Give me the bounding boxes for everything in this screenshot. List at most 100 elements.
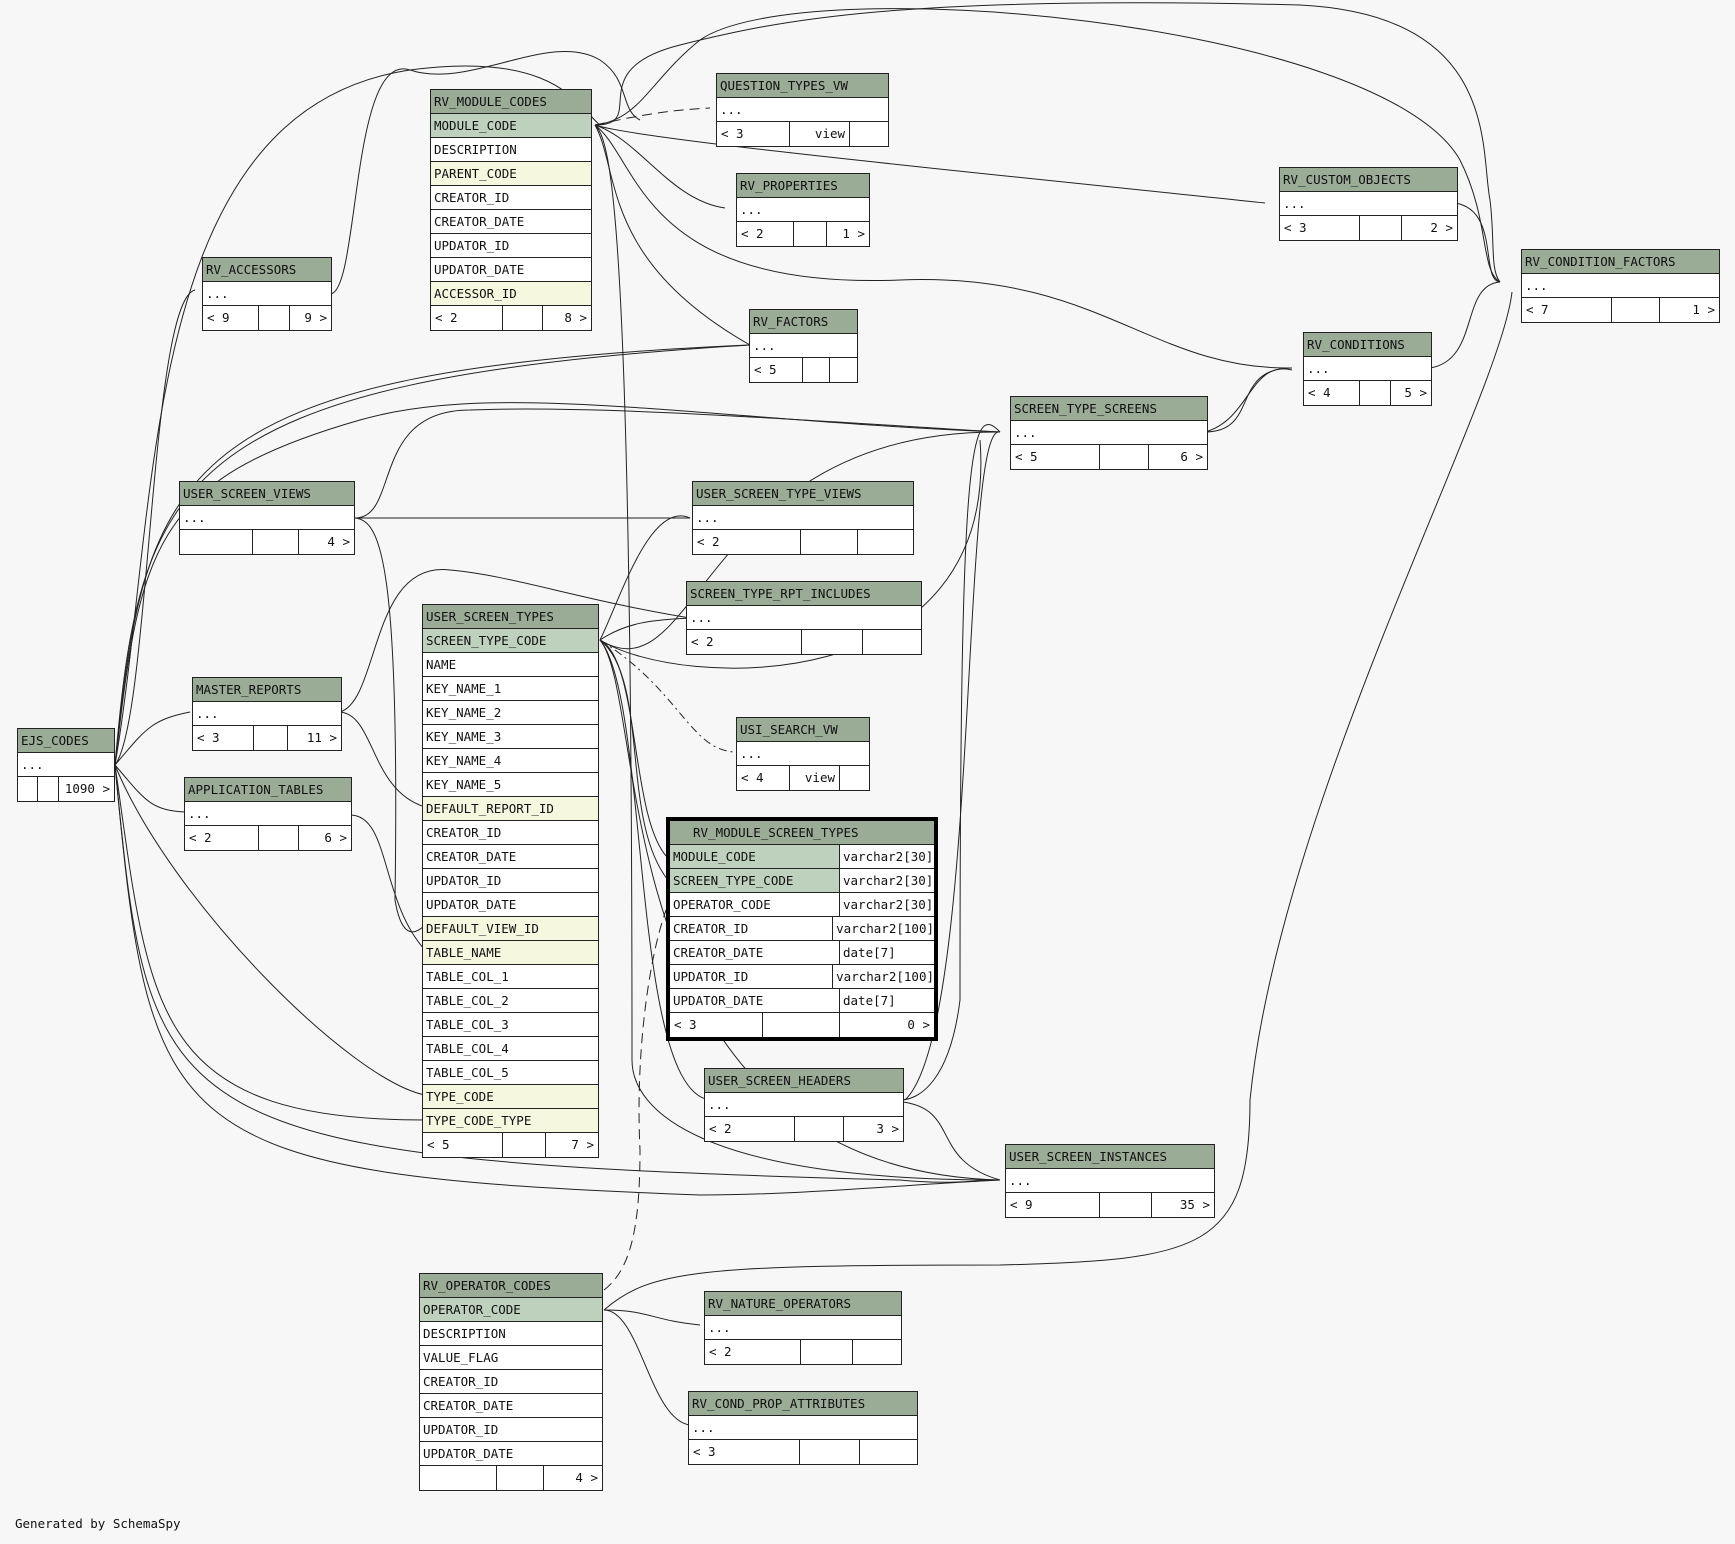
column-row[interactable]: ...	[1006, 1169, 1214, 1193]
children-count[interactable]: 4 >	[575, 1470, 598, 1485]
parents-count[interactable]: < 5	[423, 1133, 503, 1157]
children-count[interactable]: 5 >	[1404, 385, 1427, 400]
column-row[interactable]: DEFAULT_REPORT_ID	[423, 797, 598, 821]
table-rv-cond-prop-attributes[interactable]: RV_COND_PROP_ATTRIBUTES ... < 3	[688, 1391, 918, 1465]
column-row[interactable]: DEFAULT_VIEW_ID	[423, 917, 598, 941]
children-count[interactable]: 1 >	[842, 226, 865, 241]
column-row[interactable]: ...	[180, 506, 354, 530]
column-row[interactable]: TABLE_COL_5	[423, 1061, 598, 1085]
table-header[interactable]: RV_CONDITION_FACTORS	[1522, 250, 1719, 274]
children-count[interactable]: 9 >	[304, 310, 327, 325]
column-row[interactable]: KEY_NAME_5	[423, 773, 598, 797]
table-rv-factors[interactable]: RV_FACTORS ... < 5	[749, 309, 858, 383]
column-row[interactable]: ACCESSOR_ID	[431, 282, 591, 306]
column-row[interactable]: UPDATOR_ID	[420, 1418, 602, 1442]
column-row[interactable]: DESCRIPTION	[431, 138, 591, 162]
column-row[interactable]: UPDATOR_ID	[431, 234, 591, 258]
table-usi-search-vw[interactable]: USI_SEARCH_VW ... < 4 view	[736, 717, 870, 791]
table-header[interactable]: USER_SCREEN_INSTANCES	[1006, 1145, 1214, 1169]
table-rv-module-codes[interactable]: RV_MODULE_CODES MODULE_CODE DESCRIPTION …	[430, 89, 592, 331]
parents-count[interactable]: < 5	[750, 358, 803, 382]
column-row[interactable]: UPDATOR_ID	[423, 869, 598, 893]
column-row[interactable]: ...	[185, 802, 351, 826]
column-row[interactable]: ...	[687, 606, 921, 630]
column-row[interactable]: ...	[18, 753, 114, 777]
table-header[interactable]: RV_FACTORS	[750, 310, 857, 334]
table-header[interactable]: RV_OPERATOR_CODES	[420, 1274, 602, 1298]
column-row[interactable]: CREATOR_DATE	[420, 1394, 602, 1418]
column-row[interactable]: KEY_NAME_2	[423, 701, 598, 725]
column-row[interactable]: TABLE_COL_4	[423, 1037, 598, 1061]
table-question-types-vw[interactable]: QUESTION_TYPES_VW ... < 3 view	[716, 73, 889, 147]
column-row[interactable]: CREATOR_DATE	[431, 210, 591, 234]
column-row[interactable]: ...	[737, 198, 869, 222]
parents-count[interactable]: < 2	[705, 1117, 795, 1141]
parents-count[interactable]: < 4	[737, 766, 790, 790]
table-header[interactable]: RV_CONDITIONS	[1304, 333, 1431, 357]
children-count[interactable]: 4 >	[327, 534, 350, 549]
column-row[interactable]: ...	[1522, 274, 1719, 298]
table-user-screen-views[interactable]: USER_SCREEN_VIEWS ... 4 >	[179, 481, 355, 555]
column-row[interactable]: NAME	[423, 653, 598, 677]
table-header[interactable]: MASTER_REPORTS	[193, 678, 341, 702]
children-count[interactable]: 6 >	[1180, 449, 1203, 464]
parents-count[interactable]: < 3	[689, 1440, 800, 1464]
parents-count[interactable]: < 9	[1006, 1193, 1100, 1217]
table-header[interactable]: RV_MODULE_SCREEN_TYPES	[670, 821, 934, 845]
column-row[interactable]: KEY_NAME_3	[423, 725, 598, 749]
column-row[interactable]: ...	[1011, 421, 1207, 445]
column-row[interactable]: TABLE_COL_1	[423, 965, 598, 989]
children-count[interactable]: 1 >	[1692, 302, 1715, 317]
column-row[interactable]: DESCRIPTION	[420, 1322, 602, 1346]
parents-count[interactable]: < 3	[193, 726, 254, 750]
column-row[interactable]: ...	[1280, 192, 1457, 216]
column-row[interactable]: MODULE_CODE	[431, 114, 591, 138]
column-row[interactable]: ...	[717, 98, 888, 122]
column-row[interactable]: TABLE_NAME	[423, 941, 598, 965]
table-master-reports[interactable]: MASTER_REPORTS ... < 3 11 >	[192, 677, 342, 751]
children-count[interactable]: 1090 >	[64, 781, 110, 796]
table-ejs-codes[interactable]: EJS_CODES ... 1090 >	[17, 728, 115, 802]
parents-count[interactable]: < 3	[717, 122, 790, 146]
column-row[interactable]: UPDATOR_DATE	[420, 1442, 602, 1466]
table-rv-operator-codes[interactable]: RV_OPERATOR_CODES OPERATOR_CODE DESCRIPT…	[419, 1273, 603, 1491]
column-row[interactable]: UPDATOR_DATE	[423, 893, 598, 917]
column-row[interactable]: TABLE_COL_3	[423, 1013, 598, 1037]
table-header[interactable]: USI_SEARCH_VW	[737, 718, 869, 742]
column-row[interactable]: PARENT_CODE	[431, 162, 591, 186]
column-row[interactable]: ...	[750, 334, 857, 358]
table-rv-accessors[interactable]: RV_ACCESSORS ... < 9 9 >	[202, 257, 332, 331]
table-header[interactable]: USER_SCREEN_TYPES	[423, 605, 598, 629]
table-header[interactable]: RV_NATURE_OPERATORS	[705, 1292, 901, 1316]
parents-count[interactable]: < 2	[705, 1340, 801, 1364]
children-count[interactable]: 3 >	[876, 1121, 899, 1136]
parents-count[interactable]: < 2	[687, 630, 802, 654]
column-row[interactable]: KEY_NAME_1	[423, 677, 598, 701]
table-header[interactable]: RV_COND_PROP_ATTRIBUTES	[689, 1392, 917, 1416]
table-rv-condition-factors[interactable]: RV_CONDITION_FACTORS ... < 7 1 >	[1521, 249, 1720, 323]
column-row[interactable]: TYPE_CODE_TYPE	[423, 1109, 598, 1133]
table-header[interactable]: SCREEN_TYPE_RPT_INCLUDES	[687, 582, 921, 606]
column-row[interactable]: CREATOR_DATE	[423, 845, 598, 869]
table-rv-properties[interactable]: RV_PROPERTIES ... < 2 1 >	[736, 173, 870, 247]
table-header[interactable]: USER_SCREEN_HEADERS	[705, 1069, 903, 1093]
table-header[interactable]: APPLICATION_TABLES	[185, 778, 351, 802]
table-screen-type-rpt-includes[interactable]: SCREEN_TYPE_RPT_INCLUDES ... < 2	[686, 581, 922, 655]
parents-count[interactable]: < 2	[737, 222, 794, 246]
table-application-tables[interactable]: APPLICATION_TABLES ... < 2 6 >	[184, 777, 352, 851]
parents-count[interactable]: < 9	[203, 306, 259, 330]
parents-count[interactable]: < 2	[431, 306, 503, 330]
children-count[interactable]: 8 >	[564, 310, 587, 325]
table-header[interactable]: RV_CUSTOM_OBJECTS	[1280, 168, 1457, 192]
table-header[interactable]: QUESTION_TYPES_VW	[717, 74, 888, 98]
children-count[interactable]: 2 >	[1430, 220, 1453, 235]
children-count[interactable]: 35 >	[1179, 1197, 1210, 1212]
column-row[interactable]: ...	[689, 1416, 917, 1440]
parents-count[interactable]: < 7	[1522, 298, 1612, 322]
